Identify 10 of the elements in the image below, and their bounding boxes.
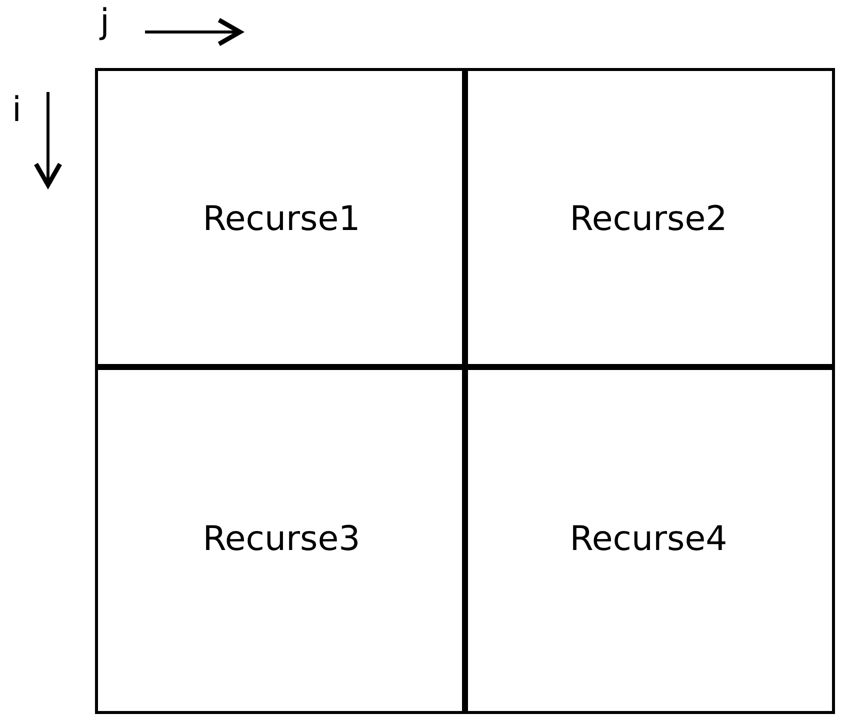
- cell-label: Recurse2: [570, 199, 728, 239]
- cell-label: Recurse4: [570, 519, 728, 559]
- axis-label: i: [12, 90, 22, 130]
- grid-cell: [95, 68, 468, 370]
- cell-label: Recurse1: [202, 199, 360, 239]
- grid-cell: [462, 364, 835, 714]
- axis-label: j: [100, 2, 110, 42]
- grid-cell: [462, 68, 835, 370]
- cell-label: Recurse3: [202, 519, 360, 559]
- grid-cell: [95, 364, 468, 714]
